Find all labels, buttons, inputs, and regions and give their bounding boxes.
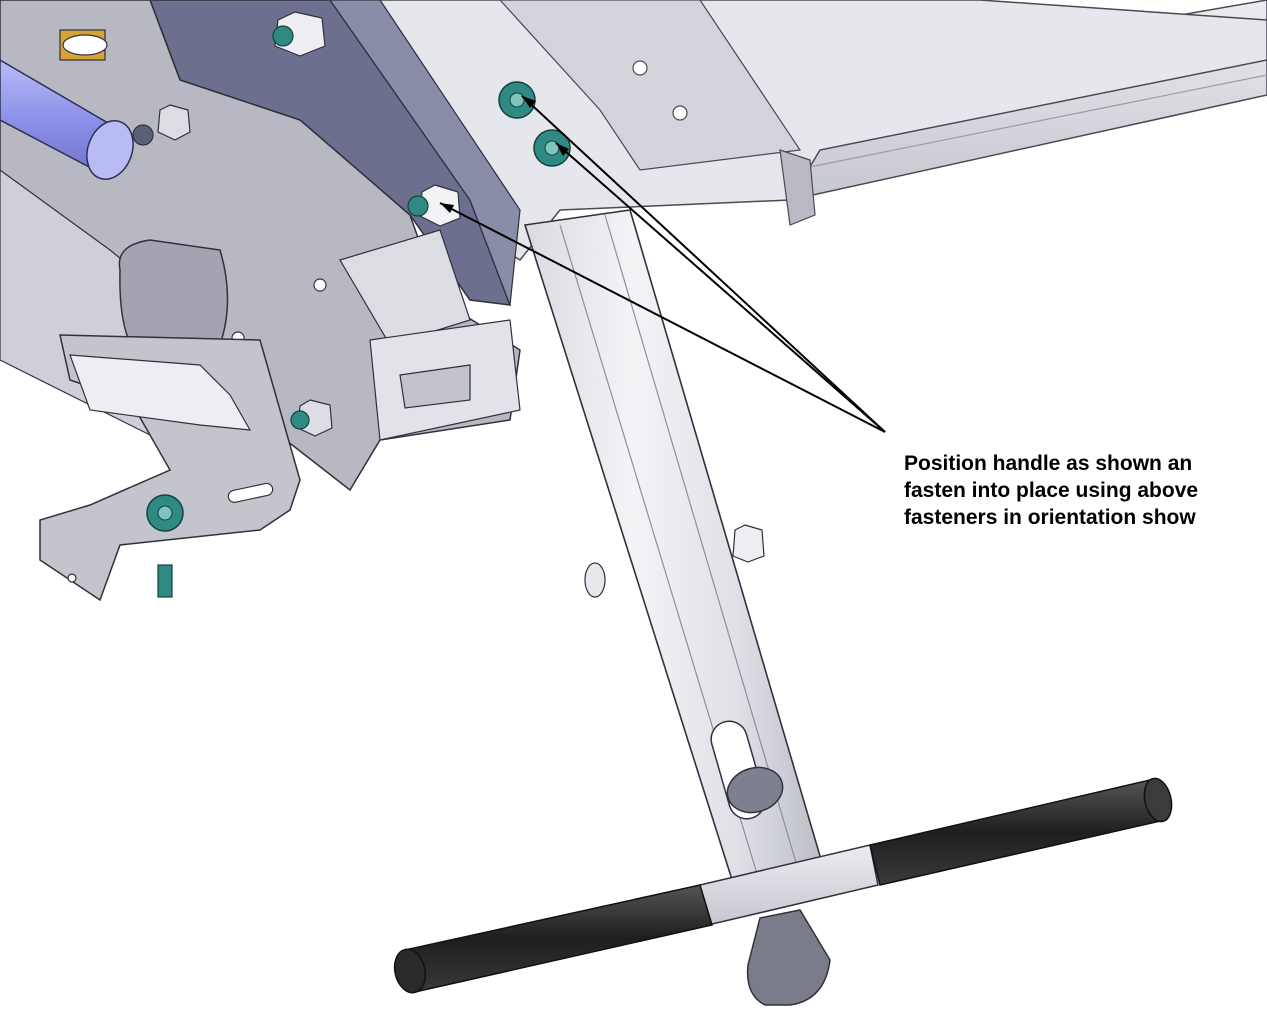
bolt-icon [533, 129, 571, 167]
instruction-callout: Position handle as shown an fasten into … [904, 450, 1198, 531]
bolt-icon [146, 494, 184, 598]
callout-line-1: Position handle as shown an [904, 452, 1193, 475]
callout-line-2: fasten into place using above [904, 479, 1199, 502]
t-handle [393, 777, 1173, 1006]
leader-lines [439, 95, 886, 433]
callout-line-3: fasteners in orientation show [904, 506, 1196, 529]
lower-bracket [39, 334, 301, 602]
mounting-plate [298, 0, 1267, 261]
nut-icon [732, 524, 765, 563]
nut-icon [272, 11, 326, 57]
nut-icon [290, 399, 333, 437]
bolt-icon [498, 81, 536, 119]
handle-grip-icon [393, 884, 713, 994]
nut-icon [407, 184, 461, 227]
pivot-shaft [0, 29, 134, 180]
handle-arm [523, 209, 832, 906]
handle-grip-icon [869, 777, 1173, 886]
nut-icon [132, 104, 191, 146]
